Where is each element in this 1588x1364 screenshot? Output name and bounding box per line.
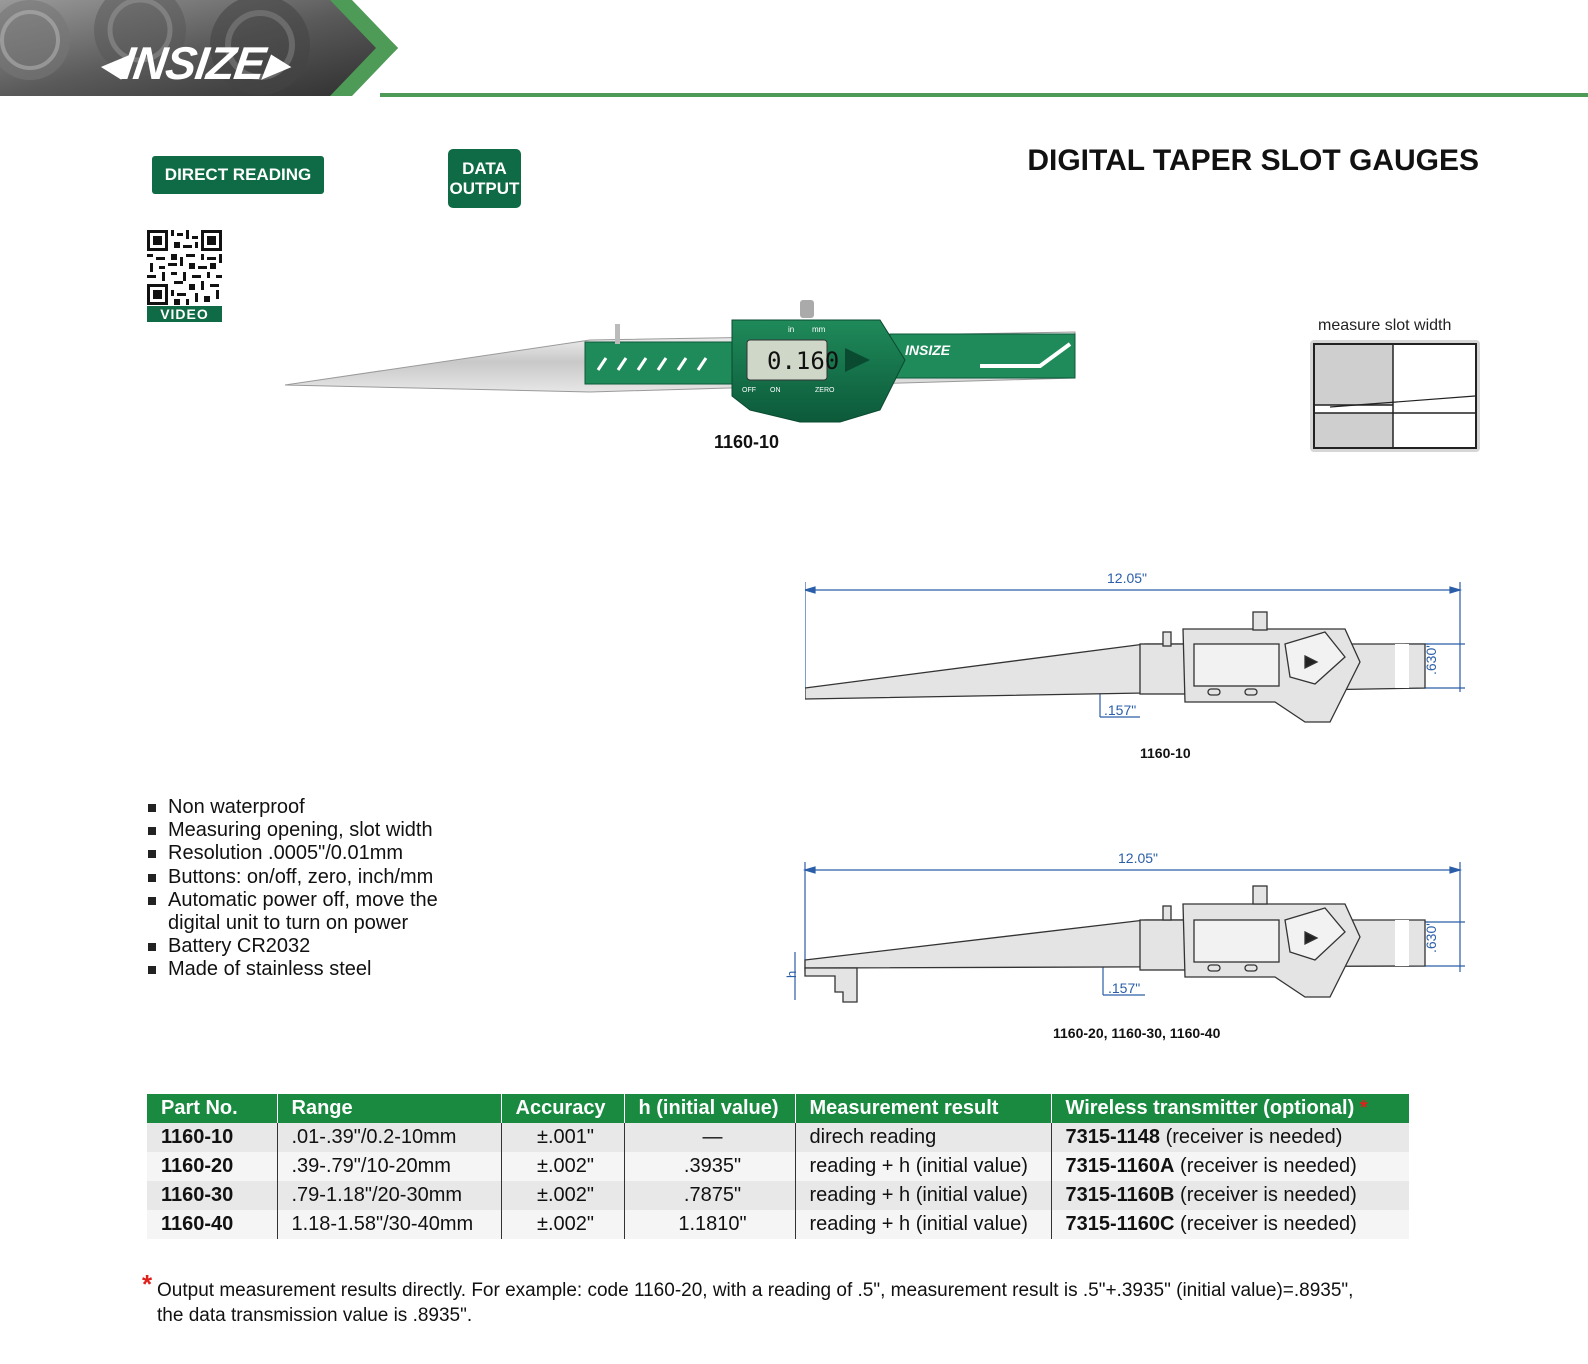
product-photo-caption: 1160-10 [714,432,780,452]
table-row: 1160-30 .79-1.18"/20-30mm ±.002" .7875" … [147,1181,1409,1210]
specification-table: Part No. Range Accuracy h (initial value… [147,1094,1409,1239]
transmitter-code: 7315-1148 [1065,1126,1161,1148]
feature-item: Battery CR2032 [148,935,438,958]
photo-display-reading: 0.160 [767,347,839,375]
photo-unit-in: in [788,325,794,334]
data-output-line1: DATA [462,158,507,178]
feature-list: Non waterproof Measuring opening, slot w… [148,796,438,982]
data-output-line2: OUTPUT [449,178,520,198]
cell-h: .3935" [624,1152,796,1181]
photo-unit-mm: mm [812,325,826,334]
header-machinery-image [0,0,398,96]
table-row: 1160-10 .01-.39"/0.2-10mm ±.001" — direc… [147,1123,1409,1152]
cell-transmitter: 7315-1160B (receiver is needed) [1051,1181,1409,1210]
header-wireless-label: Wireless transmitter (optional) [1065,1097,1355,1119]
drawing2-length-label: 12.05" [1118,852,1158,866]
header-h-initial: h (initial value) [624,1094,796,1123]
cell-accuracy: ±.002" [501,1210,625,1239]
header-range: Range [277,1094,502,1123]
page-title: DIGITAL TAPER SLOT GAUGES [1027,144,1479,177]
footnote-asterisk: * [142,1269,153,1299]
header-asterisk: * [1359,1097,1368,1119]
cell-accuracy: ±.002" [501,1181,625,1210]
cell-range: .01-.39"/0.2-10mm [277,1123,502,1152]
cell-part: 1160-40 [147,1210,278,1239]
cell-accuracy: ±.001" [501,1123,625,1152]
cell-result: direch reading [795,1123,1052,1152]
data-output-badge: DATA OUTPUT [448,149,521,208]
cell-range: 1.18-1.58"/30-40mm [277,1210,502,1239]
feature-item: Measuring opening, slot width [148,819,438,842]
drawing1-tip-label: .157" [1104,702,1136,718]
drawing2-tip-label: .157" [1108,980,1140,996]
direct-reading-label: DIRECT READING [164,165,312,184]
cell-result: reading + h (initial value) [795,1210,1052,1239]
feature-item: Automatic power off, move the [148,889,438,912]
technical-drawing-1160-20-30-40: 12.05" .630" .157" h [785,852,1465,1003]
footnote-line2: the data transmission value is .8935". [157,1305,473,1326]
brand-logo: ◂INSIZE▸ [96,36,290,90]
feature-item-continued: digital unit to turn on power [168,912,409,935]
header-divider [380,93,1588,97]
video-qr-code[interactable]: VIDEO [147,230,222,322]
table-header-row: Part No. Range Accuracy h (initial value… [147,1094,1409,1123]
cell-part: 1160-30 [147,1181,278,1210]
transmitter-note: (receiver is needed) [1174,1155,1357,1177]
cell-h: 1.1810" [624,1210,796,1239]
header-part-no: Part No. [147,1094,278,1123]
feature-item: Made of stainless steel [148,958,438,981]
cell-part: 1160-10 [147,1123,278,1152]
brand-logo-text: INSIZE [118,37,268,89]
photo-btn-on: ON [770,387,781,394]
header-measurement-result: Measurement result [795,1094,1052,1123]
cell-h: — [624,1123,796,1152]
photo-btn-zero: ZERO [815,387,835,394]
cell-transmitter: 7315-1160A (receiver is needed) [1051,1152,1409,1181]
transmitter-note: (receiver is needed) [1174,1213,1357,1235]
page-header: ◂INSIZE▸ [0,0,1588,98]
slot-diagram-label: measure slot width [1318,317,1452,334]
feature-item: Buttons: on/off, zero, inch/mm [148,866,438,889]
cell-range: .79-1.18"/20-30mm [277,1181,502,1210]
drawing1-height-label: .630" [1423,643,1439,675]
transmitter-note: (receiver is needed) [1160,1126,1343,1148]
transmitter-code: 7315-1160A [1065,1155,1175,1177]
transmitter-code: 7315-1160C [1065,1213,1175,1235]
direct-reading-badge: DIRECT READING [152,156,324,194]
feature-item: Non waterproof [148,796,438,819]
slot-width-diagram [1310,340,1480,452]
cell-result: reading + h (initial value) [795,1181,1052,1210]
cell-transmitter: 7315-1160C (receiver is needed) [1051,1210,1409,1239]
drawing2-height-label: .630" [1423,921,1439,953]
photo-brand-text: INSIZE [905,342,951,358]
header-accuracy: Accuracy [501,1094,625,1123]
cell-h: .7875" [624,1181,796,1210]
qr-code-icon [147,230,222,305]
photo-btn-off: OFF [742,387,756,394]
technical-drawing-1160-10: 12.05" .630" .157" [805,572,1465,723]
cell-transmitter: 7315-1148 (receiver is needed) [1051,1123,1409,1152]
footnote-line1: Output measurement results directly. For… [157,1280,1354,1301]
cell-result: reading + h (initial value) [795,1152,1052,1181]
header-wireless-transmitter: Wireless transmitter (optional) * [1051,1094,1409,1123]
drawing1-length-label: 12.05" [1107,572,1147,586]
drawing2-h-label: h [785,971,799,978]
transmitter-code: 7315-1160B [1065,1184,1175,1206]
cell-part: 1160-20 [147,1152,278,1181]
transmitter-note: (receiver is needed) [1174,1184,1357,1206]
feature-item: Resolution .0005"/0.01mm [148,842,438,865]
cell-range: .39-.79"/10-20mm [277,1152,502,1181]
qr-video-label: VIDEO [147,306,222,322]
product-photo: INSIZE 0.160 in mm OFF ON ZERO [284,300,1076,423]
table-row: 1160-20 .39-.79"/10-20mm ±.002" .3935" r… [147,1152,1409,1181]
drawing2-caption: 1160-20, 1160-30, 1160-40 [1053,1025,1221,1041]
drawing1-caption: 1160-10 [1140,745,1191,761]
table-row: 1160-40 1.18-1.58"/30-40mm ±.002" 1.1810… [147,1210,1409,1239]
footnote: * Output measurement results directly. F… [142,1271,1462,1328]
cell-accuracy: ±.002" [501,1152,625,1181]
